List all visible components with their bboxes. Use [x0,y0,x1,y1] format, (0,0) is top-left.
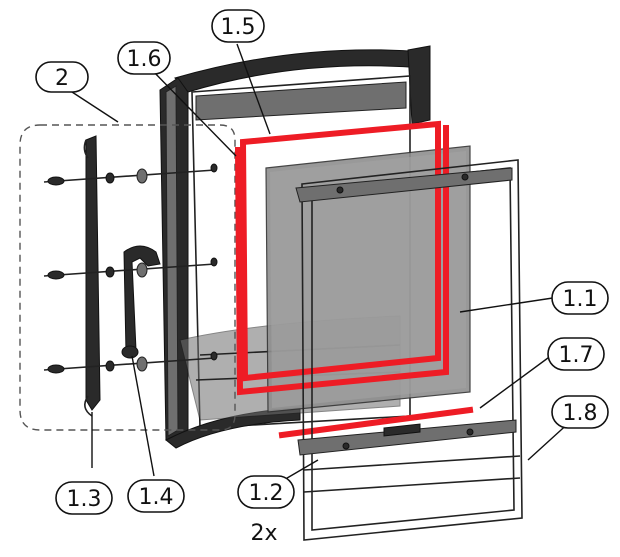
svg-text:1.7: 1.7 [559,343,594,368]
top-bracket-part [295,167,513,203]
svg-text:1.8: 1.8 [563,401,598,426]
seal-1-7 [278,406,474,439]
svg-text:2: 2 [55,66,69,91]
seal-1-5 [239,120,441,382]
fasteners [43,163,218,374]
callout-1-4: 1.4 [127,479,185,513]
svg-text:1.3: 1.3 [67,487,102,512]
callout-1-1: 1.1 [551,281,609,315]
callout-1-2: 1.2 [237,475,295,509]
callout-2: 2 [35,61,89,93]
callout-1-8: 1.8 [551,395,609,429]
seal-1-6 [234,125,449,396]
svg-text:1.6: 1.6 [127,47,162,72]
svg-text:1.5: 1.5 [221,15,256,40]
svg-text:1.4: 1.4 [139,485,174,510]
svg-text:1.2: 1.2 [249,481,284,506]
bottom-bracket-part [297,419,517,456]
handle-assembly-outline [19,124,236,431]
callout-1-5: 1.5 [211,9,265,43]
gasket-seals [234,120,474,439]
svg-text:1.1: 1.1 [563,287,598,312]
glass-panel-part [265,145,471,413]
handle-grip-part [121,245,161,359]
callout-1-6: 1.6 [117,41,171,75]
quantity-note: 2x [250,521,277,546]
callout-1-3: 1.3 [55,481,113,515]
callout-1-7: 1.7 [547,337,605,371]
